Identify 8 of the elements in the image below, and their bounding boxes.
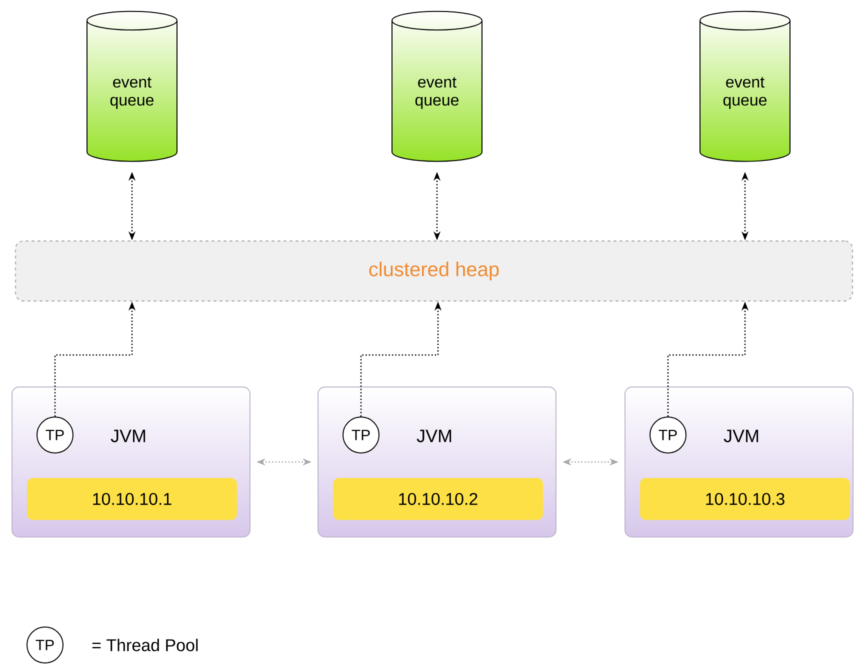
legend-text: = Thread Pool	[92, 638, 198, 652]
queue-cylinder: event queue	[392, 10, 482, 162]
heap-band: clustered heap	[14, 240, 854, 302]
address-bar: 10.10.10.1	[27, 478, 237, 520]
queue-cylinder: event queue	[86, 10, 178, 162]
address-bar: 10.10.10.2	[333, 478, 543, 520]
address-bar: 10.10.10.3	[640, 478, 850, 520]
queue-cylinder: event queue	[700, 10, 790, 162]
